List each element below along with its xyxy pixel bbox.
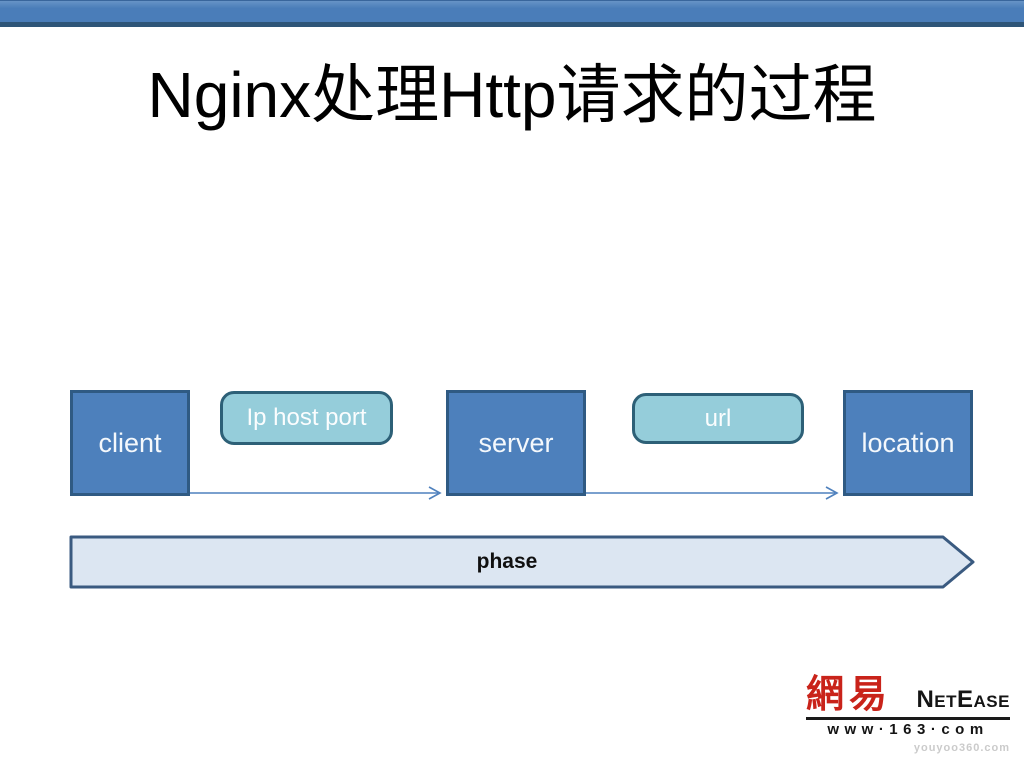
arrow-server-to-location xyxy=(586,486,839,500)
wordmark-part: E xyxy=(957,686,974,713)
wordmark-part: ASE xyxy=(973,692,1010,711)
node-ip-host-port-label: Ip host port xyxy=(246,404,367,431)
top-accent-bar xyxy=(0,0,1024,27)
phase-banner-arrow xyxy=(69,535,975,589)
node-location-label: location xyxy=(861,427,955,458)
netease-logo-row: 網易 NETEASE xyxy=(806,676,1010,714)
node-url-label: url xyxy=(704,404,732,432)
wordmark-part: N xyxy=(916,686,935,713)
wordmark-part: ET xyxy=(934,692,958,711)
node-url: url xyxy=(632,393,804,444)
netease-logo: 網易 NETEASE www·163·com youyoo360.com xyxy=(806,676,1010,754)
node-server: server xyxy=(446,390,586,496)
node-client: client xyxy=(70,390,190,496)
arrow-client-to-server xyxy=(190,486,442,500)
logo-divider xyxy=(806,717,1010,720)
watermark: youyoo360.com xyxy=(913,742,1010,754)
node-location: location xyxy=(843,390,973,496)
netease-chinese-logo: 網易 xyxy=(806,674,893,716)
node-ip-host-port: Ip host port xyxy=(220,391,393,445)
phase-banner-label: phase xyxy=(476,550,538,573)
node-client-label: client xyxy=(98,427,162,458)
logo-website: www·163·com xyxy=(827,721,989,738)
netease-wordmark: NETEASE xyxy=(916,688,1010,714)
node-server-label: server xyxy=(478,427,554,458)
slide-title: Nginx处理Http请求的过程 xyxy=(147,59,877,131)
